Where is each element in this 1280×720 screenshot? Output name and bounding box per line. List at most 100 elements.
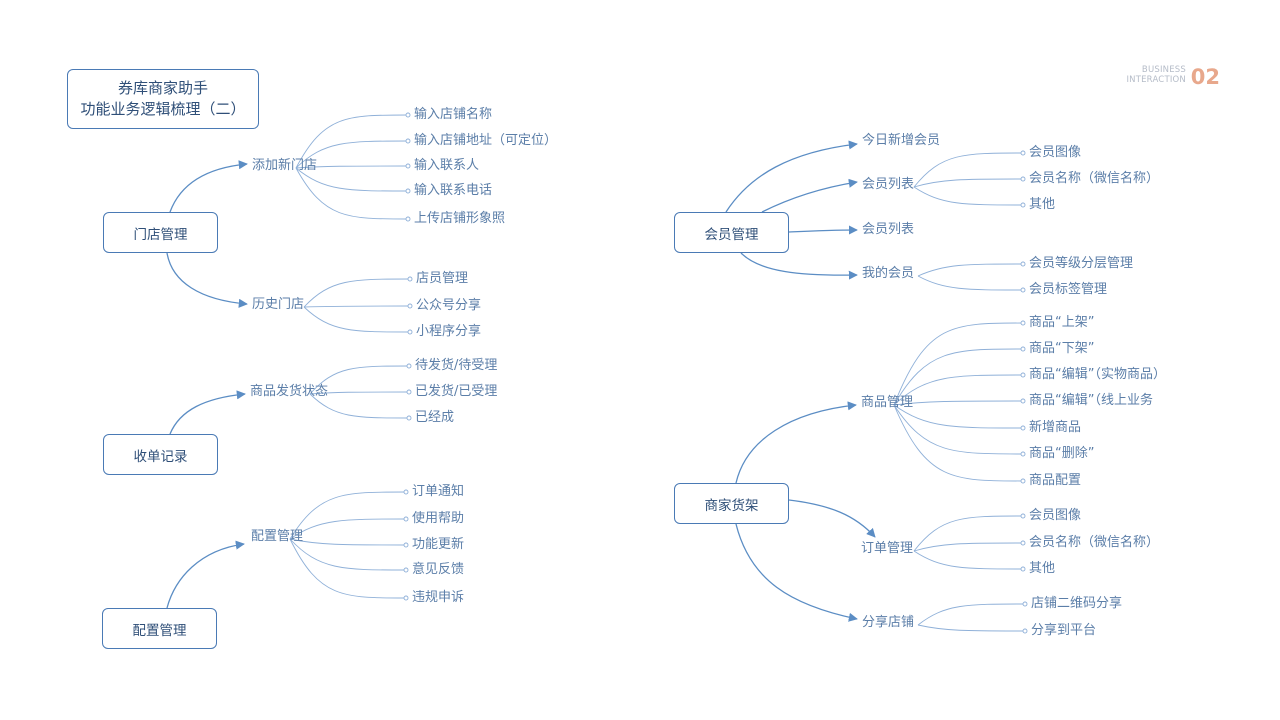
- leaf-line-member_list_1-1: [913, 178, 1024, 188]
- leaf-my_members-0: 会员等级分层管理: [1029, 256, 1134, 271]
- title-line-2: 功能业务逻辑梳理（二）: [80, 100, 246, 118]
- leaf-line-history_store-1: [303, 305, 411, 308]
- title-line-1: 券库商家助手: [117, 79, 208, 97]
- leaf-line-goods_mgmt-0: [893, 322, 1024, 406]
- leaf-config_mgmt-1: 使用帮助: [412, 511, 465, 526]
- arrow-shelf-share: [735, 523, 858, 622]
- leaf-line-config_mgmt-3: [289, 538, 407, 571]
- leaf-line-my_members-0: [917, 263, 1024, 277]
- leaf-dot-add_store-3: [405, 188, 411, 194]
- leaf-dot-add_store-0: [405, 112, 411, 118]
- leaf-line-config_mgmt-0: [289, 491, 407, 540]
- leaf-add_store-1: 输入店铺地址（可定位）: [414, 133, 558, 148]
- leaf-line-goods_mgmt-6: [893, 404, 1024, 482]
- leaf-config_mgmt-0: 订单通知: [412, 484, 465, 499]
- leaf-ship_status-1: 已发货/已受理: [415, 384, 498, 399]
- leaf-order_mgmt-2: 其他: [1029, 561, 1056, 576]
- leaf-dot-add_store-1: [405, 138, 411, 144]
- root-receipts: 收单记录: [103, 434, 218, 475]
- leaf-line-config_mgmt-4: [289, 538, 407, 599]
- branch-config_mgmt: 配置管理: [251, 529, 304, 544]
- leaf-my_members-1: 会员标签管理: [1029, 282, 1108, 297]
- leaf-dot-goods_mgmt-3: [1020, 398, 1026, 404]
- leaf-line-add_store-0: [295, 114, 409, 169]
- leaf-dot-order_mgmt-2: [1020, 566, 1026, 572]
- leaf-goods_mgmt-4: 新增商品: [1029, 420, 1082, 435]
- branch-add_store: 添加新门店: [252, 158, 318, 173]
- leaf-dot-share_store-0: [1022, 601, 1028, 607]
- leaf-member_list_1-0: 会员图像: [1029, 145, 1082, 160]
- leaf-share_store-1: 分享到平台: [1031, 623, 1097, 638]
- brand-line-1: BUSINESS: [1141, 65, 1186, 75]
- leaf-ship_status-2: 已经成: [415, 410, 455, 425]
- branch-goods_mgmt: 商品管理: [861, 395, 914, 410]
- leaf-line-goods_mgmt-4: [893, 404, 1024, 429]
- leaf-line-history_store-0: [303, 278, 411, 308]
- arrow-shelf-goods: [735, 401, 857, 484]
- branch-order_mgmt: 订单管理: [861, 541, 914, 556]
- leaf-line-config_mgmt-1: [289, 518, 407, 540]
- leaf-dot-add_store-4: [405, 216, 411, 222]
- leaf-add_store-3: 输入联系电话: [414, 183, 493, 198]
- leaf-line-share_store-0: [917, 603, 1026, 626]
- arrow-config-config: [166, 540, 245, 609]
- leaf-share_store-0: 店铺二维码分享: [1031, 596, 1123, 611]
- leaf-line-member_list_1-2: [913, 186, 1024, 206]
- leaf-config_mgmt-2: 功能更新: [412, 537, 465, 552]
- leaf-dot-history_store-2: [407, 329, 413, 335]
- leaf-history_store-1: 公众号分享: [416, 298, 482, 313]
- arrow-store-add: [169, 160, 248, 213]
- leaf-dot-history_store-1: [407, 303, 413, 309]
- leaf-dot-order_mgmt-1: [1020, 540, 1026, 546]
- root-member: 会员管理: [674, 212, 789, 253]
- leaf-line-order_mgmt-2: [913, 550, 1024, 570]
- leaf-goods_mgmt-3: 商品“编辑”（线上业务: [1029, 393, 1153, 408]
- leaf-dot-goods_mgmt-6: [1020, 478, 1026, 484]
- leaf-line-goods_mgmt-3: [893, 400, 1024, 406]
- brand-number: 02: [1190, 65, 1220, 89]
- branch-today_new: 今日新增会员: [862, 133, 941, 148]
- leaf-line-history_store-2: [303, 306, 411, 333]
- leaf-dot-ship_status-0: [406, 363, 412, 369]
- leaf-dot-add_store-2: [405, 163, 411, 169]
- leaf-line-add_store-4: [295, 167, 409, 220]
- leaf-goods_mgmt-0: 商品“上架”: [1029, 315, 1095, 330]
- leaf-line-add_store-1: [295, 140, 409, 169]
- root-config: 配置管理: [102, 608, 217, 649]
- arrow-member-today: [725, 140, 858, 213]
- leaf-line-add_store-2: [295, 165, 409, 169]
- leaf-order_mgmt-0: 会员图像: [1029, 508, 1082, 523]
- leaf-line-ship_status-2: [309, 393, 410, 419]
- leaf-dot-ship_status-1: [406, 389, 412, 395]
- leaf-dot-goods_mgmt-1: [1020, 346, 1026, 352]
- leaf-dot-share_store-1: [1022, 628, 1028, 634]
- leaf-config_mgmt-3: 意见反馈: [412, 562, 465, 577]
- root-shelf: 商家货架: [674, 483, 789, 524]
- leaf-line-config_mgmt-2: [289, 538, 407, 546]
- arrow-member-list1: [761, 178, 858, 213]
- leaf-add_store-4: 上传店铺形象照: [414, 211, 506, 226]
- leaf-add_store-2: 输入联系人: [414, 158, 480, 173]
- leaf-goods_mgmt-2: 商品“编辑”（实物商品）: [1029, 367, 1166, 382]
- leaf-dot-order_mgmt-0: [1020, 513, 1026, 519]
- leaf-line-add_store-3: [295, 167, 409, 192]
- leaf-line-member_list_1-0: [913, 152, 1024, 188]
- leaf-dot-goods_mgmt-2: [1020, 372, 1026, 378]
- diagram-title-box: 券库商家助手 功能业务逻辑梳理（二）: [67, 69, 259, 129]
- branch-ship_status: 商品发货状态: [250, 384, 329, 399]
- leaf-goods_mgmt-6: 商品配置: [1029, 473, 1082, 488]
- root-store: 门店管理: [103, 212, 218, 253]
- leaf-member_list_1-2: 其他: [1029, 197, 1056, 212]
- arrow-shelf-order: [788, 499, 876, 538]
- leaf-goods_mgmt-5: 商品“删除”: [1029, 446, 1095, 461]
- leaf-dot-config_mgmt-4: [403, 595, 409, 601]
- branch-share_store: 分享店铺: [862, 615, 915, 630]
- leaf-line-my_members-1: [917, 275, 1024, 291]
- leaf-config_mgmt-4: 违规申诉: [412, 590, 465, 605]
- leaf-dot-member_list_1-0: [1020, 150, 1026, 156]
- leaf-dot-my_members-1: [1020, 287, 1026, 293]
- brand-mark: BUSINESS INTERACTION 02: [1110, 65, 1220, 90]
- leaf-dot-my_members-0: [1020, 261, 1026, 267]
- leaf-line-ship_status-1: [309, 391, 410, 395]
